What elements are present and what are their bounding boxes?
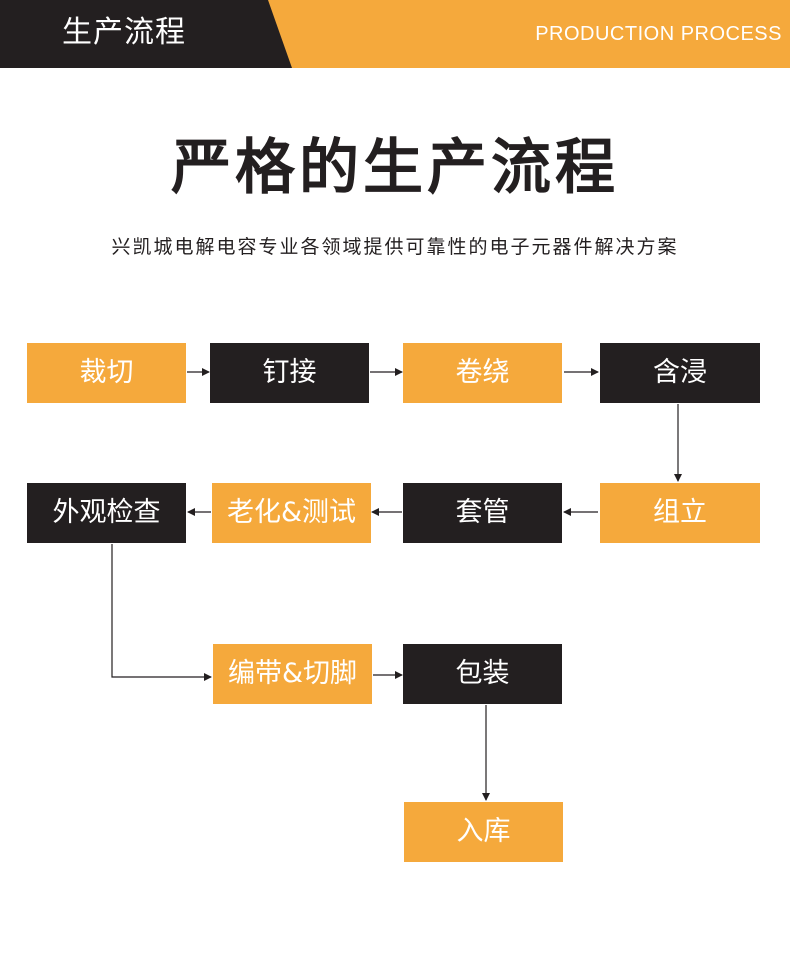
step-riveting: 钉接 [210, 343, 369, 403]
step-impregnation: 含浸 [600, 343, 760, 403]
step-assembly: 组立 [600, 483, 760, 543]
step-taping-cutting: 编带&切脚 [213, 644, 372, 704]
step-winding: 卷绕 [403, 343, 562, 403]
step-cutting: 裁切 [27, 343, 186, 403]
page-subtitle: 兴凯城电解电容专业各领域提供可靠性的电子元器件解决方案 [111, 236, 679, 258]
banner-subtitle: PRODUCTION PROCESS [535, 23, 782, 45]
step-sleeving: 套管 [403, 483, 562, 543]
step-storage: 入库 [404, 802, 563, 862]
arrow-inspection-to-taping [111, 544, 212, 681]
page-title: 严格的生产流程 [171, 133, 619, 203]
banner-dark-tab [0, 0, 292, 68]
step-visual-inspection: 外观检查 [27, 483, 186, 543]
header-banner: 生产流程 PRODUCTION PROCESS [0, 0, 790, 68]
banner-title: 生产流程 [62, 15, 186, 50]
step-packing: 包装 [403, 644, 562, 704]
step-aging-testing: 老化&测试 [212, 483, 371, 543]
